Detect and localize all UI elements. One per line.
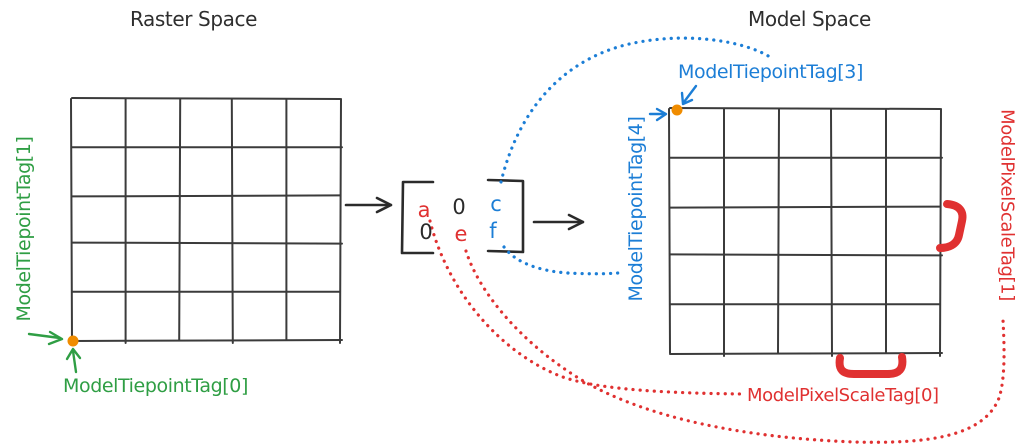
- arrow-matrix-to-model: [532, 213, 585, 231]
- matrix-brackets: [400, 178, 525, 255]
- matrix-entry-f: f: [489, 219, 497, 243]
- raster-space-grid: [70, 97, 343, 344]
- matrix-entry-c: c: [490, 192, 502, 216]
- tiepoint3-arrow: [680, 84, 698, 106]
- pixelscale1-brace: [936, 200, 967, 252]
- arrow-raster-to-matrix: [344, 196, 393, 214]
- pixelscale0-brace: [835, 353, 907, 378]
- connector-e-to-pixelscale1: [464, 249, 1006, 444]
- model-space-grid: [668, 107, 943, 357]
- tiepoint1-label: ModelTiepointTag[1]: [13, 136, 35, 322]
- matrix-entry-0-bottom: 0: [419, 220, 433, 244]
- pixelscale1-label: ModelPixelScaleTag[1]: [996, 109, 1018, 301]
- pixelscale0-label: ModelPixelScaleTag[0]: [747, 385, 939, 406]
- model-tiepoint-dot: [671, 104, 683, 116]
- tiepoint4-arrow: [648, 107, 668, 122]
- tiepoint0-arrow: [65, 347, 82, 374]
- tiepoint1-arrow: [27, 330, 64, 346]
- tiepoint0-label: ModelTiepointTag[0]: [63, 375, 248, 397]
- tiepoint3-label: ModelTiepointTag[3]: [678, 61, 863, 83]
- raster-tiepoint-dot: [67, 335, 79, 347]
- pixelscale-braces: [835, 200, 967, 378]
- model-space-title: Model Space: [748, 7, 871, 31]
- matrix-entry-a: a: [417, 198, 431, 222]
- matrix-entry-0-top: 0: [452, 195, 466, 219]
- connector-f-to-tiepoint4: [502, 245, 620, 276]
- connector-a-to-pixelscale0: [428, 219, 745, 396]
- raster-space-title: Raster Space: [130, 7, 258, 31]
- tiepoint4-label: ModelTiepointTag[4]: [625, 116, 647, 302]
- matrix-entry-e: e: [454, 222, 468, 246]
